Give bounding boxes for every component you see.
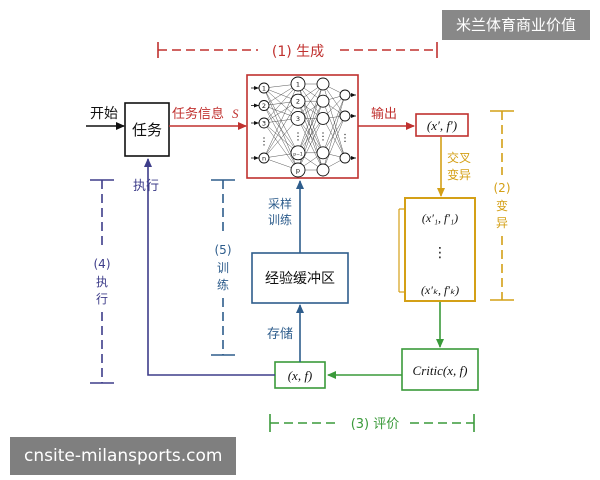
mutate-char-2: 异 <box>496 216 508 230</box>
execute-arrow-label: 执行 <box>133 179 159 194</box>
network-node-hidden2 <box>316 77 330 91</box>
network-node-input <box>258 82 270 94</box>
network-connection <box>263 83 299 159</box>
mutate-char-1: 变 <box>496 198 508 213</box>
network-node-label: 2 <box>296 98 300 106</box>
critic-label: Critic(x, f) <box>413 363 468 378</box>
network-node-input <box>258 117 270 129</box>
generate-label: (1) 生成 <box>272 44 324 60</box>
evaluate-bracket: (3) 评价 <box>269 414 475 432</box>
train-bracket: (5) 训 练 <box>211 179 235 356</box>
network-connection <box>322 101 346 159</box>
network-node-output <box>339 110 351 122</box>
neural-network: 1 2 3 ⋮ n 1 2 3 ⋮ p−1 p ⋮ ⋮ <box>251 76 356 178</box>
network-node-hidden2 <box>316 146 330 160</box>
network-ellipsis: ⋮ <box>340 133 350 144</box>
execute-num: (4) <box>94 257 111 271</box>
network-connection <box>322 118 346 159</box>
network-connection <box>297 118 324 171</box>
execute-char-2: 行 <box>96 292 108 306</box>
output-label: 输出 <box>371 106 397 122</box>
network-connection <box>322 94 346 153</box>
task-info-label: 任务信息 <box>172 106 224 122</box>
task-label: 任务 <box>132 121 162 139</box>
network-connection <box>263 87 299 153</box>
network-node-label: 3 <box>262 120 266 128</box>
network-ellipsis: ⋮ <box>293 132 303 143</box>
execute-char-1: 执 <box>96 275 108 289</box>
network-node-label: 1 <box>296 81 300 89</box>
network-node-output <box>339 152 351 164</box>
network-node-label: 2 <box>262 102 266 110</box>
task-info-var: S <box>232 106 239 121</box>
network-node-hidden1 <box>290 93 306 109</box>
network-node-label: p <box>296 167 300 175</box>
brand-watermark: 米兰体育商业价值 <box>441 10 590 40</box>
store-label: 存储 <box>267 327 293 342</box>
network-node-hidden2 <box>316 163 330 177</box>
network-connection <box>297 83 324 153</box>
sample-label-2: 训练 <box>268 212 292 227</box>
network-node-input <box>258 152 270 164</box>
network-node-label: 3 <box>296 115 300 123</box>
generate-bracket: (1) 生成 <box>157 42 438 60</box>
network-connection <box>263 118 299 159</box>
population-dots: ⋮ <box>433 245 447 261</box>
network-ellipsis: ⋮ <box>318 132 328 143</box>
site-url-tag: cnsite-milansports.com <box>10 437 237 475</box>
evaluated-label: (x, f) <box>288 368 313 383</box>
population-last: (x′ₖ, f′ₖ) <box>421 283 459 297</box>
population-first: (x′₁, f′₁) <box>422 211 458 225</box>
start-label: 开始 <box>90 106 118 122</box>
critic-box <box>401 348 479 391</box>
network-connection <box>263 101 299 159</box>
task-box <box>124 102 170 157</box>
mutate-bracket: (2) 变 异 <box>490 110 514 301</box>
candidate-label: (x′, f′) <box>427 118 457 133</box>
network-node-hidden2 <box>316 94 330 108</box>
experience-buffer-label: 经验缓冲区 <box>265 271 335 287</box>
mutate-num: (2) <box>494 181 511 195</box>
network-connection <box>322 83 346 117</box>
network-connection <box>322 115 346 171</box>
experience-buffer-box <box>251 252 349 304</box>
network-node-hidden2 <box>316 111 330 125</box>
network-connection <box>322 115 346 153</box>
train-char-2: 练 <box>217 277 229 292</box>
evaluate-label: (3) 评价 <box>351 417 400 432</box>
train-char-1: 训 <box>217 261 229 275</box>
train-num: (5) <box>215 243 232 257</box>
network-node-input <box>258 100 270 111</box>
network-connection <box>263 83 299 124</box>
crossover-line1: 交叉 <box>447 150 471 165</box>
network-node-hidden1 <box>290 162 306 178</box>
network-ellipsis: ⋮ <box>259 137 269 148</box>
network-node-label: n <box>262 155 266 163</box>
candidate-box <box>415 113 469 137</box>
sample-label-1: 采样 <box>268 196 292 211</box>
network-node-label: p−1 <box>293 151 303 157</box>
network-node-output <box>339 89 351 101</box>
network-connection <box>263 105 299 153</box>
crossover-line2: 变异 <box>447 167 471 182</box>
network-node-hidden1 <box>290 76 306 92</box>
network-node-label: 1 <box>262 85 266 93</box>
execute-bracket: (4) 执 行 <box>90 179 114 384</box>
network-node-hidden1 <box>290 145 306 161</box>
network-node-hidden1 <box>290 110 306 126</box>
population-box <box>404 197 476 302</box>
network-connection <box>263 122 299 171</box>
execute-path <box>144 158 275 376</box>
